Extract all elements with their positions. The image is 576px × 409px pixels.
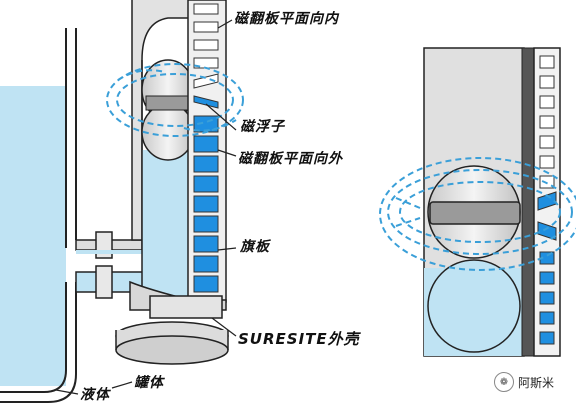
tank-wall-upper: [65, 28, 77, 248]
label-housing: SURESITE外壳: [238, 330, 360, 348]
wechat-icon: ❁: [494, 372, 514, 392]
watermark-text: 阿斯米: [518, 375, 555, 390]
label-liquid: 液体: [80, 387, 110, 403]
watermark: ❁ 阿斯米: [494, 372, 554, 392]
label-flap: 旗板: [240, 239, 270, 255]
label-flap-outward: 磁翻板平面向外: [238, 151, 343, 167]
label-flap-inward: 磁翻板平面向内: [234, 11, 339, 27]
housing-base: [115, 280, 229, 365]
detail-float-lower: [427, 259, 521, 353]
detail-magnet: [429, 201, 521, 225]
upper-pipe: [75, 231, 143, 259]
detail-view: [379, 47, 576, 357]
magnetic-field-lines-left: [106, 63, 244, 137]
tank: [0, 28, 77, 403]
flap-indicator-column: [187, 0, 227, 303]
leader-lines: [55, 19, 237, 395]
label-float: 磁浮子: [240, 119, 285, 135]
tank-wall-lower: [0, 282, 77, 403]
label-tank: 罐体: [134, 375, 164, 391]
tank-liquid: [0, 86, 66, 386]
float: [141, 59, 195, 161]
magnetic-field-lines-right: [379, 157, 576, 271]
